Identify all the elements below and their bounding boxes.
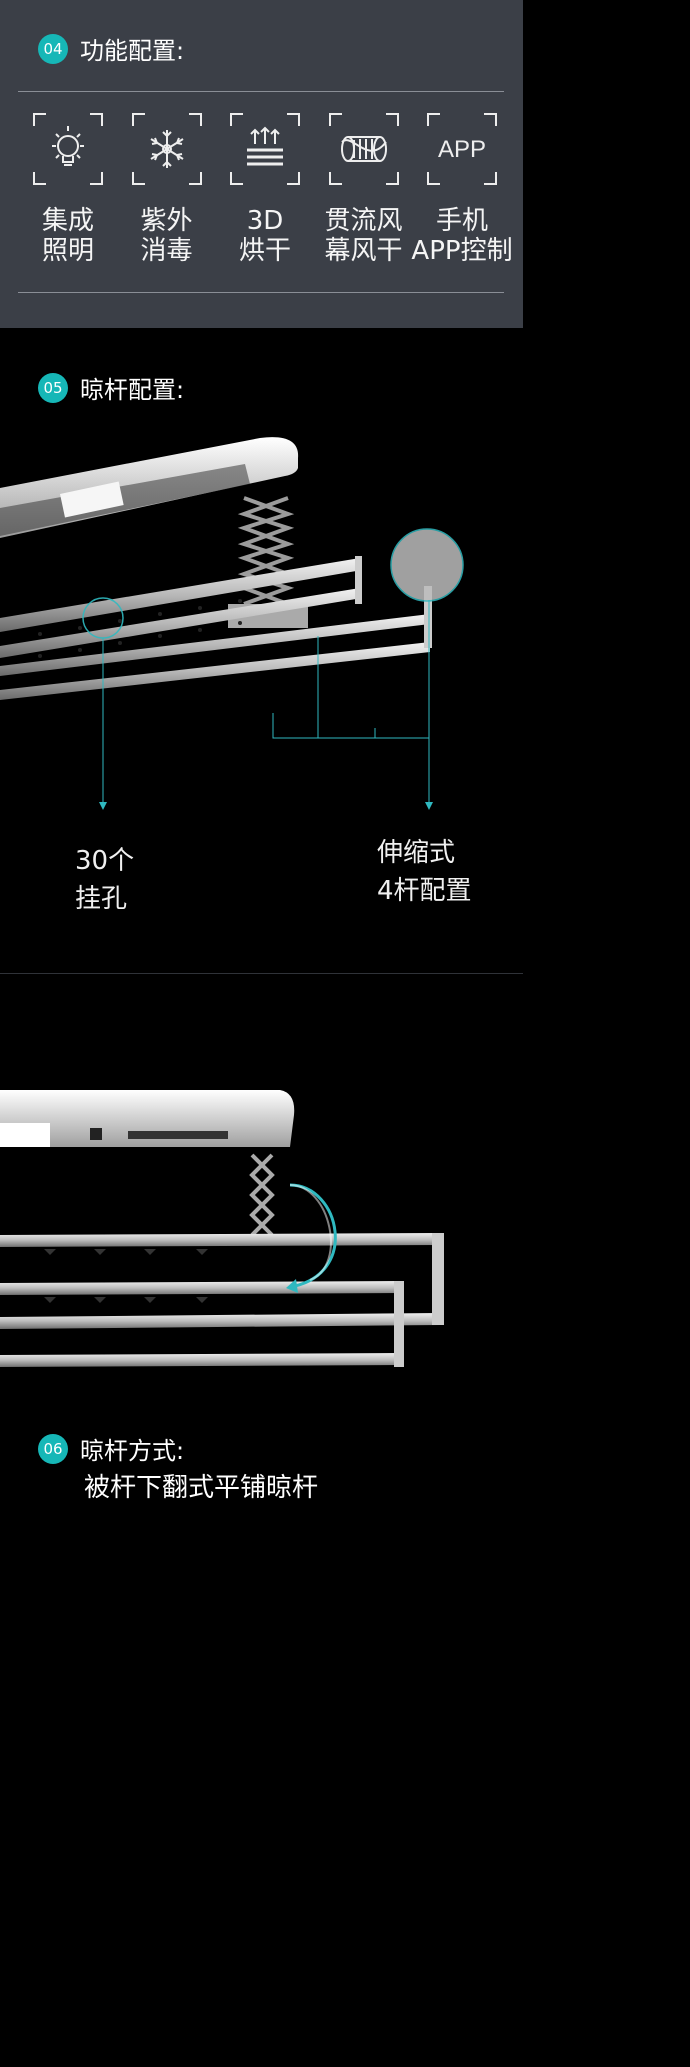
section-number-badge: 05 [38, 372, 68, 403]
feature-item-lighting: 集成 照明 [20, 112, 116, 266]
features-section: 04 功能配置: 集成 照明 [0, 0, 523, 328]
features-header: 04 功能配置: [38, 31, 184, 66]
section-title: 晾杆配置: [80, 376, 185, 404]
feature-label: 手机 APP控制 [411, 206, 513, 266]
airflow-icon [328, 112, 400, 186]
feature-list: 集成 照明 紫外 消毒 [20, 112, 513, 266]
rails-section: 05 晾杆配置: [0, 328, 523, 974]
feature-label: 贯流风 幕风干 [324, 206, 403, 266]
section-subtitle: 被杆下翻式平铺晾杆 [84, 1473, 319, 1503]
section-title: 晾杆方式: [80, 1437, 185, 1465]
snowflake-icon [131, 112, 203, 186]
section-divider [0, 973, 523, 974]
callout-holes: 30个 挂孔 [75, 846, 135, 914]
callout-rods: 伸缩式 4杆配置 [377, 838, 472, 906]
feature-label: 3D 烘干 [238, 206, 291, 266]
feature-item-3d-dry: 3D 烘干 [217, 112, 313, 266]
flip-rack-illustration [0, 1090, 444, 1367]
mode-section: 06 晾杆方式: 被杆下翻式平铺晾杆 [0, 975, 523, 2067]
section-number-badge: 04 [38, 33, 68, 64]
app-icon: APP [426, 112, 498, 186]
app-icon-text: APP [437, 136, 487, 163]
rails-header: 05 晾杆配置: [38, 370, 184, 405]
top-divider [18, 91, 504, 92]
feature-item-airflow: 贯流风 幕风干 [316, 112, 412, 266]
bulb-icon [32, 112, 104, 186]
section-title: 功能配置: [80, 37, 185, 65]
feature-label: 紫外 消毒 [140, 206, 193, 266]
heat-dry-icon [229, 112, 301, 186]
section-number-badge: 06 [38, 1433, 68, 1464]
feature-item-uv: 紫外 消毒 [119, 112, 215, 266]
rack-illustration [0, 437, 464, 810]
feature-item-app: APP 手机 APP控制 [411, 112, 513, 266]
bottom-divider [18, 292, 504, 293]
feature-label: 集成 照明 [41, 206, 94, 266]
mode-header: 06 晾杆方式: [38, 1431, 184, 1466]
